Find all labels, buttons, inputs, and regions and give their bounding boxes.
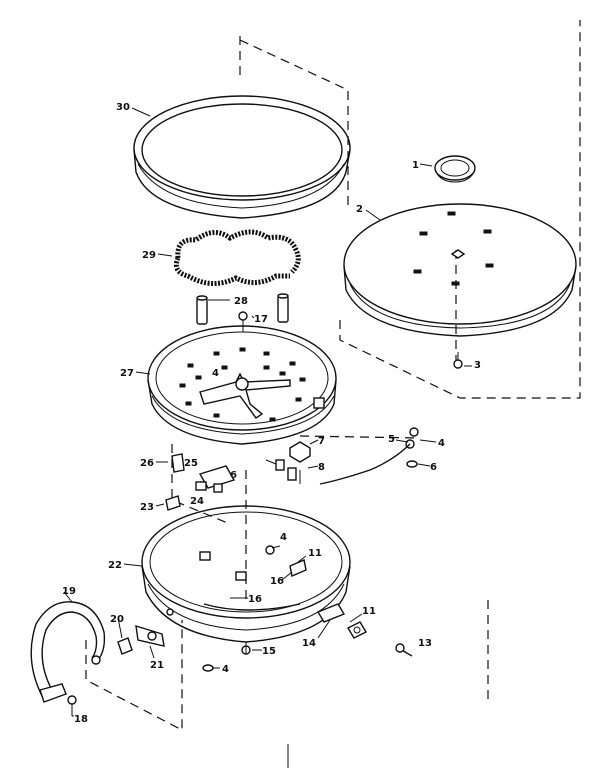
callout-13: 13 [418,638,432,649]
part-22-base-housing [141,505,351,643]
part-29-heating-element [173,229,301,286]
part-19-handle [30,601,106,703]
callout-1: 1 [412,160,419,171]
callout-21: 21 [150,660,164,671]
small-hardware [265,427,419,485]
callout-20: 20 [110,614,124,625]
callout-14: 14 [302,638,316,649]
callout-5: 5 [388,434,395,445]
callout-leaders [63,107,472,717]
callout-4c: 4 [222,664,229,675]
callout-3: 3 [474,360,481,371]
part-1-knob-ring [434,155,476,183]
callout-22: 22 [108,560,122,571]
callout-28: 28 [234,296,248,307]
callout-17: 17 [254,314,268,325]
switch-assembly [165,453,236,511]
callout-11a: 11 [308,548,322,559]
callout-25: 25 [184,458,198,469]
callout-27: 27 [120,368,134,379]
part-30-top-rim [133,95,351,219]
callout-4b: 4 [280,532,287,543]
callout-16a: 16 [270,576,284,587]
part-2-cover-lid [343,203,577,337]
callout-11b: 11 [362,606,376,617]
callout-7: 7 [318,436,325,447]
callout-24: 24 [190,496,204,507]
callout-26: 26 [140,458,154,469]
callout-8: 8 [318,462,325,473]
part-3-screw [453,352,463,369]
part-17-screw [238,311,248,332]
assembly-guide-lines [85,20,581,768]
callout-18: 18 [74,714,88,725]
callout-23: 23 [140,502,154,513]
callout-30: 30 [116,102,130,113]
callout-2: 2 [356,204,363,215]
callout-19: 19 [62,586,76,597]
callout-15: 15 [262,646,276,657]
callout-4a: 4 [438,438,445,449]
callout-29: 29 [142,250,156,261]
callout-16b: 16 [248,594,262,605]
bottom-screws [67,621,413,716]
callout-labels: 1 2 3 4 4 4 4 5 6 6 7 8 11 11 13 14 15 1… [62,102,481,725]
callout-6b: 6 [230,470,237,481]
parts-20-21-knob-bracket [117,625,165,655]
part-28-spacer-posts [196,293,289,325]
part-27-burner-pan [147,325,337,445]
callout-4d: 4 [212,368,219,379]
callout-6a: 6 [430,462,437,473]
